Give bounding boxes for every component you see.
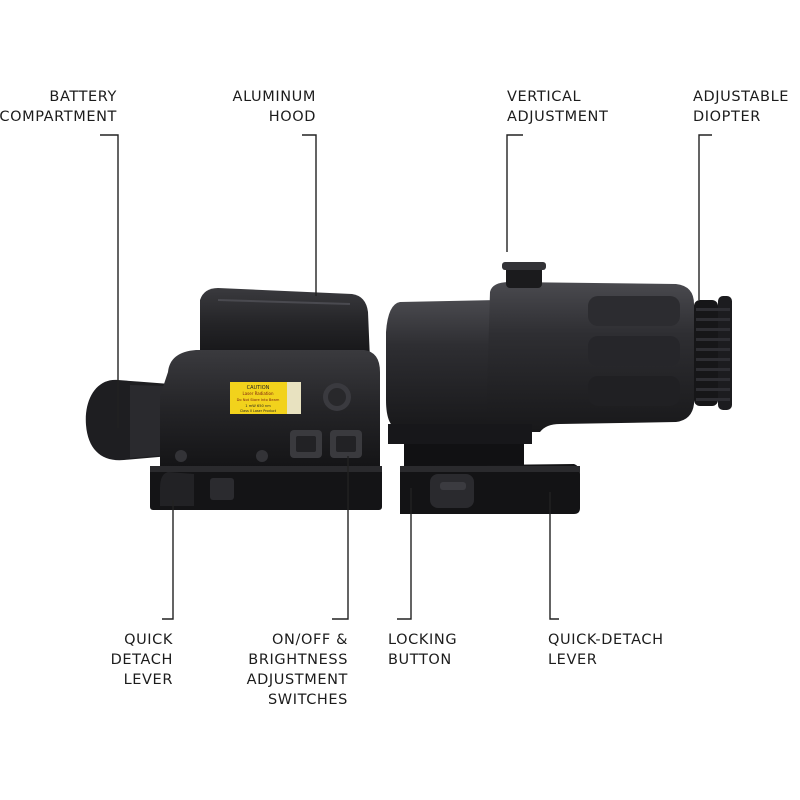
screw (256, 450, 268, 462)
label-line: HOOD (268, 109, 316, 125)
label-line: QUICK (124, 632, 173, 648)
label-line: ADJUSTABLE (693, 89, 790, 105)
holographic-sight: CAUTION Laser Radiation Do Not Stare Int… (85, 288, 382, 510)
label-battery-compartment: BATTERY COMPARTMENT (0, 87, 117, 127)
leader-qd-left (162, 500, 174, 620)
leader-battery (100, 134, 119, 428)
label-locking-button: LOCKING BUTTON (388, 630, 457, 670)
magnifier (386, 262, 732, 514)
label-quick-detach-lever-right: QUICK-DETACH LEVER (548, 630, 664, 670)
leader-vertical (506, 134, 523, 252)
label-line: ON/OFF & (272, 632, 348, 648)
label-line: BUTTON (388, 652, 452, 668)
caution-sticker (230, 382, 288, 414)
leader-lines (100, 134, 712, 620)
label-adjustable-diopter: ADJUSTABLE DIOPTER (693, 87, 789, 127)
label-line: SWITCHES (267, 692, 348, 708)
leader-qd-right (549, 492, 559, 620)
label-line: BATTERY (49, 89, 117, 105)
label-line: COMPARTMENT (0, 109, 117, 125)
label-aluminum-hood: ALUMINUM HOOD (233, 87, 316, 127)
aluminum-hood (200, 288, 370, 360)
label-line: ALUMINUM (232, 89, 316, 105)
magnifier-rear-tube (386, 300, 498, 430)
caution-sticker-text: CAUTION (247, 385, 270, 391)
leader-diopter (698, 134, 712, 300)
label-line: DETACH (110, 652, 173, 668)
label-line: VERTICAL (507, 89, 582, 105)
label-line: LEVER (548, 652, 598, 668)
label-vertical-adjustment: VERTICAL ADJUSTMENT (507, 87, 608, 127)
label-line: QUICK-DETACH (548, 632, 664, 648)
caution-sticker-text: Class II Laser Product (240, 409, 277, 413)
label-line: ADJUSTMENT (507, 109, 609, 125)
label-quick-detach-lever-left: QUICK DETACH LEVER (111, 630, 173, 690)
quick-detach-lever (160, 472, 194, 506)
locking-button (430, 474, 474, 508)
sight-mount (150, 466, 382, 510)
leader-switches (332, 456, 349, 620)
caution-sticker-text: Laser Radiation (242, 391, 274, 396)
label-line: ADJUSTMENT (246, 672, 348, 688)
leader-hood (302, 134, 317, 296)
leader-locking (397, 488, 412, 620)
caution-sticker-text: 1 mW 650 nm (245, 404, 271, 408)
magnifier-mount-rail (388, 424, 532, 444)
label-line: LEVER (123, 672, 173, 688)
label-line: BRIGHTNESS (248, 652, 348, 668)
label-line: DIOPTER (693, 109, 761, 125)
screw (175, 450, 187, 462)
label-line: LOCKING (388, 632, 458, 648)
caution-sticker-text: Do Not Stare Into Beam (237, 398, 280, 402)
label-switches: ON/OFF & BRIGHTNESS ADJUSTMENT SWITCHES (247, 630, 348, 710)
